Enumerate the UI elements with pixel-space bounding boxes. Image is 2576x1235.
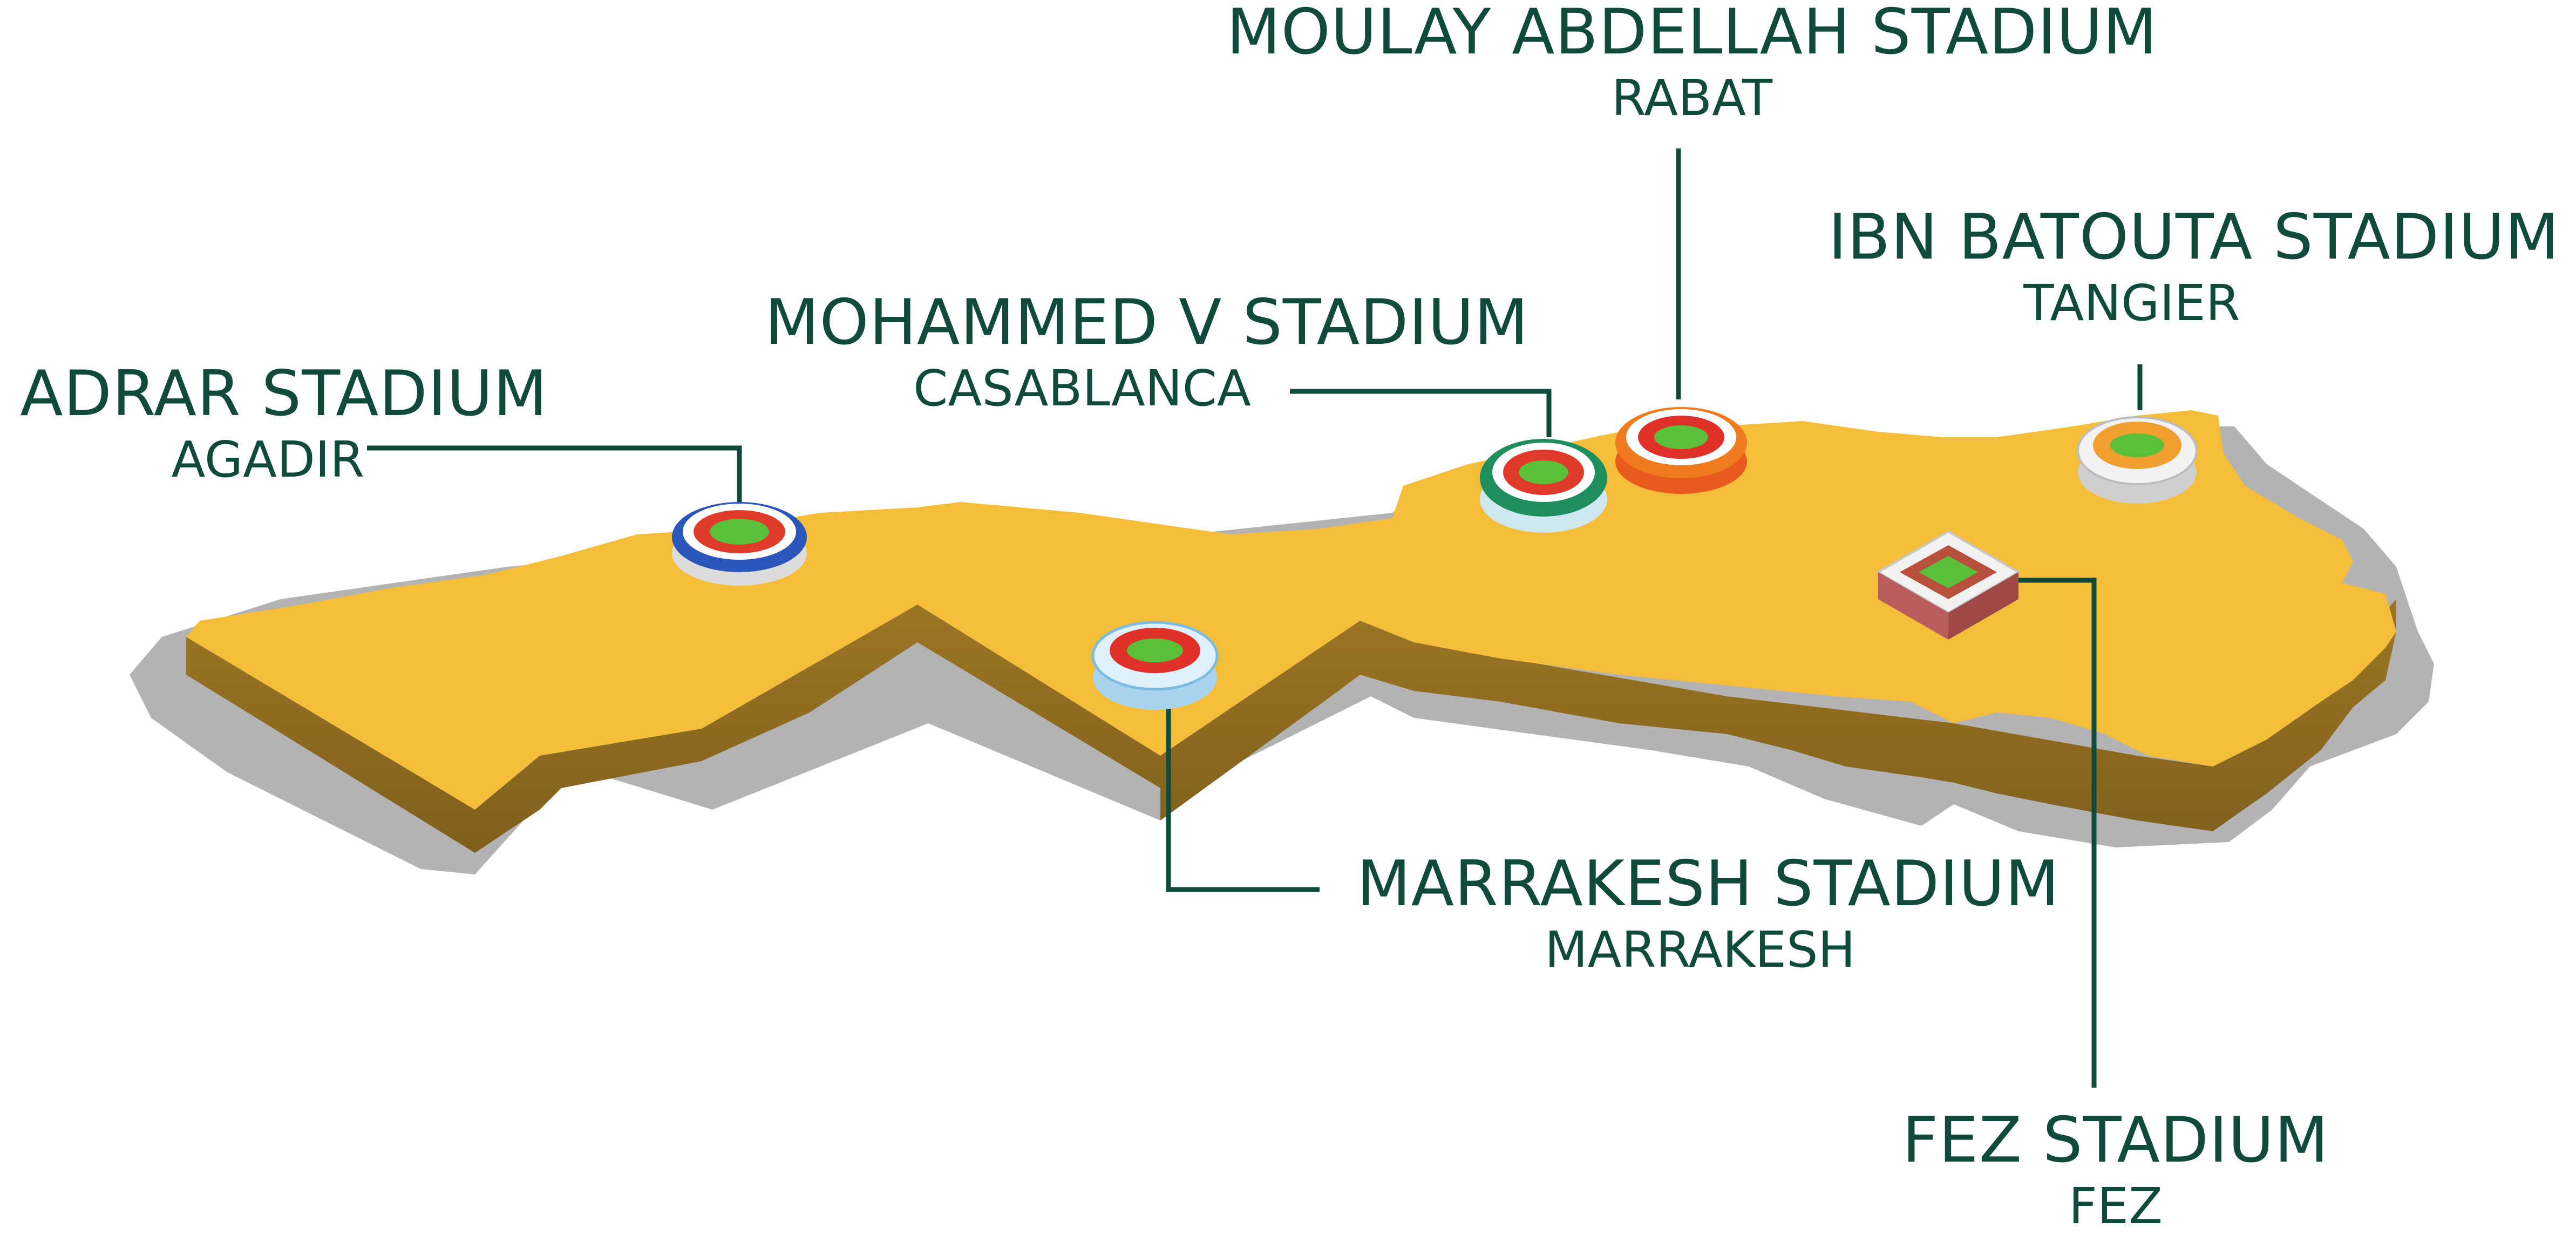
stadium-city: CASABLANCA (913, 359, 1251, 417)
label-mohammed: MOHAMMED V STADIUM CASABLANCA (765, 291, 1528, 413)
stadium-city: FEZ (2068, 1177, 2163, 1235)
leader-adrar (367, 445, 742, 507)
leader-lines (367, 148, 2143, 1088)
map-landmass (186, 410, 2396, 810)
leader-mohammed (1290, 389, 1552, 437)
stadium-city: AGADIR (171, 431, 364, 488)
stadium-city: TANGIER (2023, 274, 2240, 332)
label-ibn: IBN BATOUTA STADIUM TANGIER (1829, 206, 2560, 328)
stadium-name: MOHAMMED V STADIUM (765, 286, 1529, 359)
label-fez: FEZ STADIUM FEZ (1902, 1109, 2329, 1231)
leader-fez (2008, 578, 2097, 1088)
stadium-lightblue-icon (1091, 621, 1219, 710)
label-adrar: ADRAR STADIUM AGADIR (20, 363, 548, 485)
stadium-orange-icon (1615, 407, 1747, 494)
leader-marrakesh (1166, 688, 1320, 892)
stadium-name: MARRAKESH STADIUM (1356, 847, 2060, 920)
map-side-wall (186, 599, 2396, 853)
stadium-blue-red-icon (672, 502, 807, 586)
stadium-name: ADRAR STADIUM (20, 357, 548, 430)
stadium-name: MOULAY ABDELLAH STADIUM (1226, 0, 2158, 69)
label-marrakesh: MARRAKESH STADIUM MARRAKESH (1357, 853, 2060, 975)
stadium-name: IBN BATOUTA STADIUM (1828, 201, 2560, 274)
stadium-city: RABAT (1611, 69, 1773, 127)
stadium-name: FEZ STADIUM (1902, 1104, 2329, 1177)
label-moulay: MOULAY ABDELLAH STADIUM RABAT (1227, 1, 2158, 123)
stadium-brick-icon (1875, 530, 2021, 640)
stadium-white-icon (2077, 416, 2198, 504)
stadium-city: MARRAKESH (1545, 921, 1855, 979)
stadium-green-icon (1480, 439, 1607, 533)
